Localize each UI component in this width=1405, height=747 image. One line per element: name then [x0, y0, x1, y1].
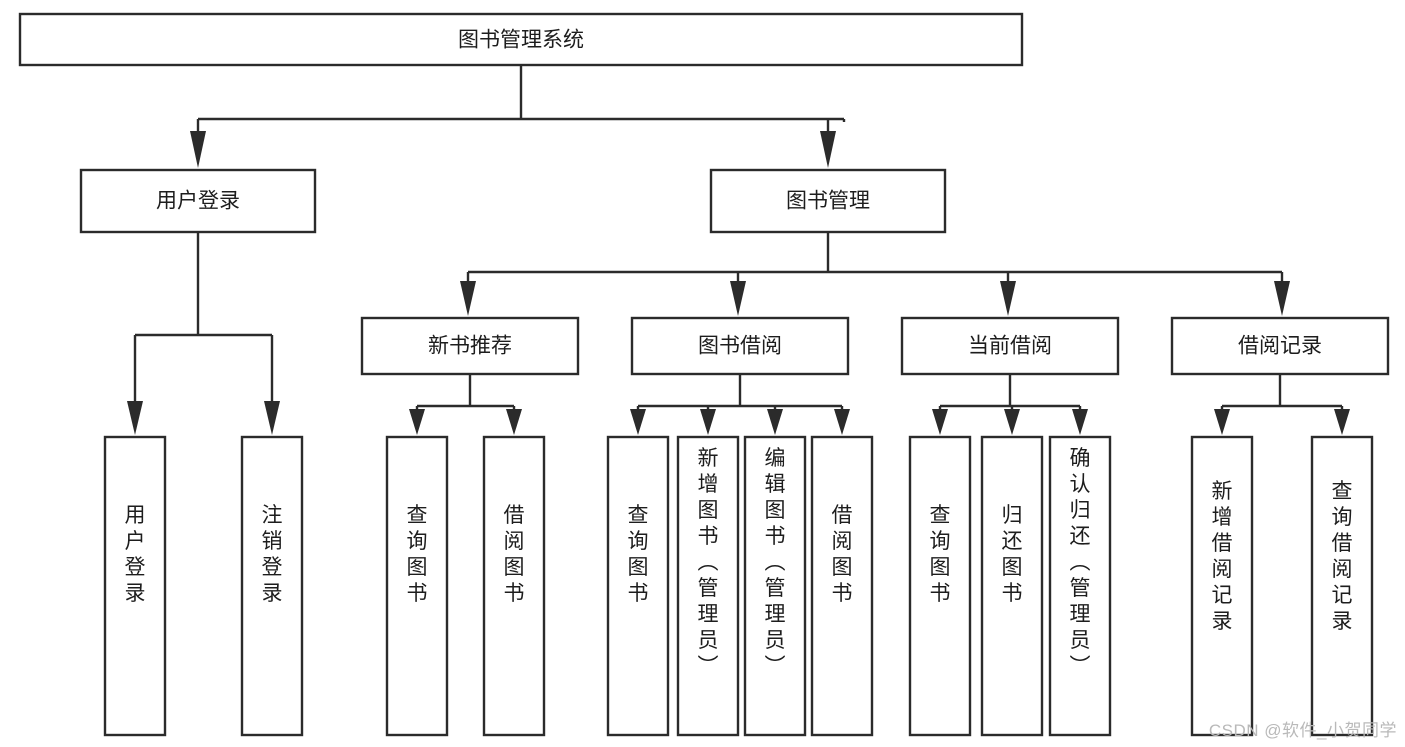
- node-book-borrow[interactable]: 图书借阅: [630, 316, 850, 376]
- node-leaf-borrow-book-1[interactable]: 借阅图书: [482, 435, 546, 737]
- node-book-borrow-label: 图书借阅: [698, 335, 782, 358]
- node-book-borrow-box[interactable]: [630, 316, 850, 376]
- node-leaf-box[interactable]: [240, 435, 304, 737]
- node-leaf-box[interactable]: [1190, 435, 1254, 737]
- node-book-management-box[interactable]: [709, 168, 947, 234]
- arrowhead-icon: [1072, 409, 1088, 435]
- arrowhead-icon: [190, 131, 206, 168]
- node-leaf-box[interactable]: [1310, 435, 1374, 737]
- arrowhead-icon: [1214, 409, 1230, 435]
- node-leaf-return-book[interactable]: 归还图书: [980, 435, 1044, 737]
- node-leaf-label: 查询借阅记录: [1332, 480, 1353, 633]
- node-root-box[interactable]: [18, 12, 1024, 67]
- arrowhead-icon: [820, 131, 836, 168]
- node-new-book-recommend-label: 新书推荐: [428, 335, 512, 358]
- node-leaf-edit-book-admin[interactable]: 编辑图书︵管理员︶: [743, 435, 807, 737]
- node-leaf-box[interactable]: [743, 435, 807, 737]
- arrowhead-icon: [700, 409, 716, 435]
- connector-group-current-borrow: [932, 374, 1088, 435]
- node-leaf-query-borrow-record[interactable]: 查询借阅记录: [1310, 435, 1374, 737]
- node-leaf-box[interactable]: [606, 435, 670, 737]
- node-current-borrow-label: 当前借阅: [968, 335, 1052, 358]
- node-leaf-label: 新增图书︵管理员︶: [698, 447, 719, 678]
- node-leaf-label: 注销登录: [262, 504, 283, 605]
- arrowhead-icon: [1274, 281, 1290, 316]
- node-current-borrow[interactable]: 当前借阅: [900, 316, 1120, 376]
- arrowhead-icon: [730, 281, 746, 316]
- node-borrow-record[interactable]: 借阅记录: [1170, 316, 1390, 376]
- node-borrow-record-box[interactable]: [1170, 316, 1390, 376]
- node-leaf-box[interactable]: [810, 435, 874, 737]
- node-leaf-box[interactable]: [676, 435, 740, 737]
- node-current-borrow-box[interactable]: [900, 316, 1120, 376]
- arrowhead-icon: [932, 409, 948, 435]
- node-leaf-label: 确认归还︵管理员︶: [1070, 447, 1091, 678]
- node-new-book-recommend-box[interactable]: [360, 316, 580, 376]
- node-leaf-box[interactable]: [908, 435, 972, 737]
- node-leaf-box[interactable]: [482, 435, 546, 737]
- connector-group-book-mgmt: [460, 232, 1290, 316]
- arrowhead-icon: [460, 281, 476, 316]
- node-leaf-query-book-2[interactable]: 查询图书: [606, 435, 670, 737]
- node-root-label: 图书管理系统: [458, 29, 584, 52]
- connector-group-new-book: [409, 374, 522, 435]
- node-leaf-label: 归还图书: [1002, 504, 1023, 605]
- node-leaf-borrow-book-2[interactable]: 借阅图书: [810, 435, 874, 737]
- arrowhead-icon: [767, 409, 783, 435]
- arrowhead-icon: [630, 409, 646, 435]
- connector-group-borrow-record: [1214, 374, 1350, 435]
- node-user-login-box[interactable]: [79, 168, 317, 234]
- node-leaf-user-login[interactable]: 用户登录: [103, 435, 167, 737]
- node-leaf-label: 新增借阅记录: [1212, 480, 1233, 633]
- node-leaf-label: 借阅图书: [832, 504, 853, 605]
- node-leaf-box[interactable]: [980, 435, 1044, 737]
- node-leaf-query-book-1[interactable]: 查询图书: [385, 435, 449, 737]
- arrowhead-icon: [264, 401, 280, 435]
- node-book-management-label: 图书管理: [786, 190, 870, 213]
- node-user-login[interactable]: 用户登录: [79, 168, 317, 234]
- node-leaf-box[interactable]: [1048, 435, 1112, 737]
- arrowhead-icon: [1334, 409, 1350, 435]
- connector-group-root: [190, 65, 846, 168]
- node-leaf-add-borrow-record[interactable]: 新增借阅记录: [1190, 435, 1254, 737]
- node-leaf-confirm-return-admin[interactable]: 确认归还︵管理员︶: [1048, 435, 1112, 737]
- node-leaf-label: 借阅图书: [504, 504, 525, 605]
- connector-group-user-login: [127, 232, 280, 435]
- node-leaf-label: 查询图书: [407, 504, 428, 605]
- arrowhead-icon: [1000, 281, 1016, 316]
- arrowhead-icon: [506, 409, 522, 435]
- node-root[interactable]: 图书管理系统: [18, 12, 1024, 67]
- node-leaf-logout-login[interactable]: 注销登录: [240, 435, 304, 737]
- node-leaf-label: 查询图书: [628, 504, 649, 605]
- node-user-login-label: 用户登录: [156, 190, 240, 213]
- node-new-book-recommend[interactable]: 新书推荐: [360, 316, 580, 376]
- node-leaf-query-book-3[interactable]: 查询图书: [908, 435, 972, 737]
- node-leaf-add-book-admin[interactable]: 新增图书︵管理员︶: [676, 435, 740, 737]
- node-leaf-box[interactable]: [103, 435, 167, 737]
- node-leaf-label: 编辑图书︵管理员︶: [765, 447, 786, 678]
- node-leaf-label: 用户登录: [125, 504, 146, 605]
- arrowhead-icon: [409, 409, 425, 435]
- node-leaf-label: 查询图书: [930, 504, 951, 605]
- connector-group-book-borrow: [630, 374, 850, 435]
- node-leaf-box[interactable]: [385, 435, 449, 737]
- arrowhead-icon: [1004, 409, 1020, 435]
- arrowhead-icon: [834, 409, 850, 435]
- arrowhead-icon: [127, 401, 143, 435]
- node-book-management[interactable]: 图书管理: [709, 168, 947, 234]
- node-borrow-record-label: 借阅记录: [1238, 335, 1322, 358]
- csdn-watermark: CSDN @软件_小贺同学: [1208, 721, 1397, 740]
